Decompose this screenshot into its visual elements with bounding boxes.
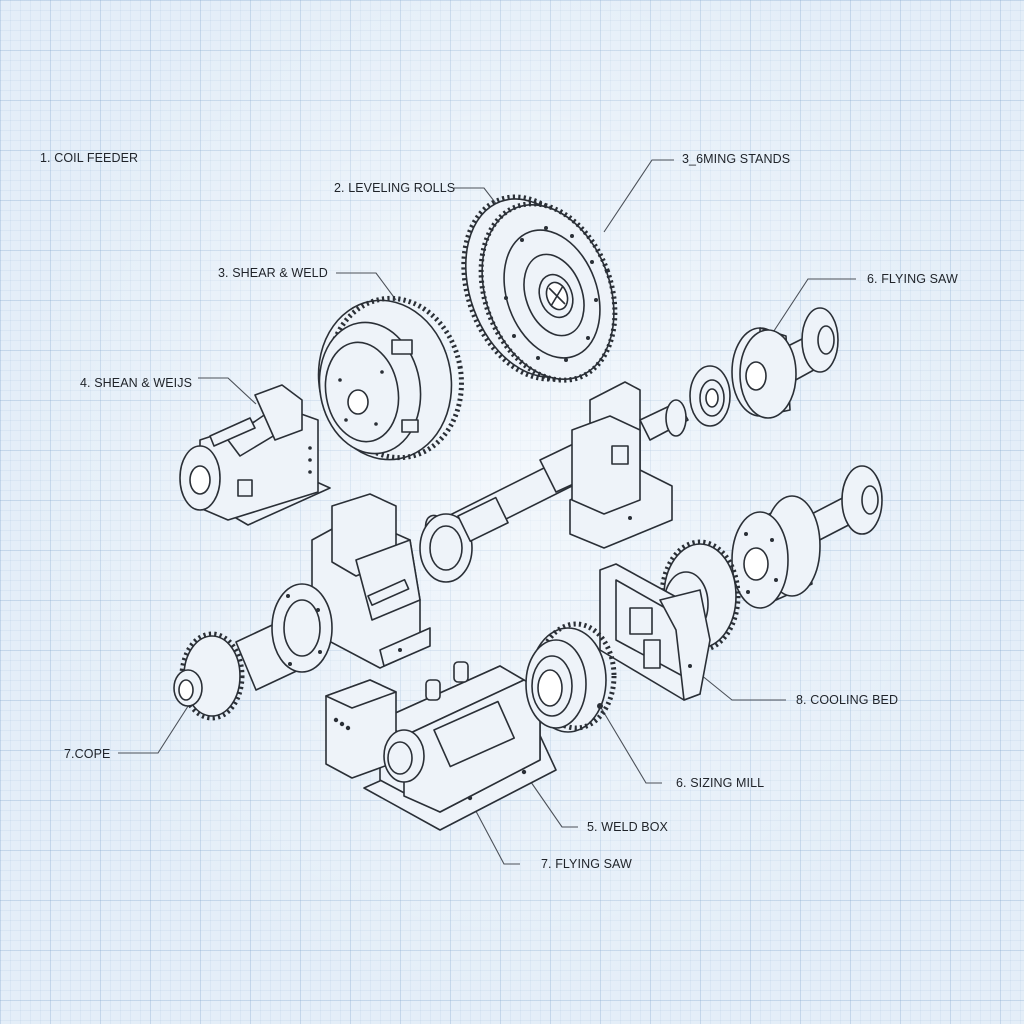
leader-cooling-bed bbox=[689, 665, 786, 701]
label-leveling-rolls: 2. LEVELING ROLLS bbox=[334, 181, 456, 195]
label-weld-box: 5. WELD BOX bbox=[587, 820, 668, 834]
flying-saw-roll-assembly bbox=[689, 307, 839, 427]
leader-core bbox=[118, 699, 193, 754]
sizing-mill-wheel bbox=[525, 621, 617, 733]
label-flying-saw-top: 6. FLYING SAW bbox=[867, 272, 958, 286]
coil-feeder-motor bbox=[179, 384, 331, 526]
label-forming-stands: 3_6MING STANDS bbox=[682, 152, 791, 166]
gear-shaft bbox=[173, 583, 333, 721]
sizing-roll-assembly bbox=[731, 465, 883, 609]
label-sizing-mill: 6. SIZING MILL bbox=[676, 776, 765, 790]
cooling-bed-frame bbox=[599, 539, 741, 701]
leader-sizing-mill bbox=[599, 705, 662, 784]
label-core: 7.COPE bbox=[64, 747, 111, 761]
label-cooling-bed: 8. COOLING BED bbox=[796, 693, 899, 707]
weld-box-unit bbox=[325, 661, 557, 831]
bearing-pedestal bbox=[569, 381, 689, 549]
label-coil-feeder: 1. COIL FEEDER bbox=[40, 151, 139, 165]
leader-flying-saw-top bbox=[767, 278, 856, 341]
label-shean-weins: 4. SHEAN & WEIJS bbox=[80, 376, 193, 390]
leader-weld-box bbox=[523, 771, 578, 828]
leader-flying-saw-bottom bbox=[469, 799, 520, 865]
leader-shean-weins bbox=[198, 377, 257, 405]
leader-lines bbox=[118, 159, 856, 865]
forming-stand-housing bbox=[311, 493, 431, 669]
forming-stand-gear bbox=[461, 194, 618, 383]
leveling-rolls-unit bbox=[317, 295, 464, 461]
leader-forming-stands bbox=[603, 159, 674, 233]
label-flying-saw-bottom: 7. FLYING SAW bbox=[541, 857, 632, 871]
label-shear-weld: 3. SHEAR & WELD bbox=[218, 266, 328, 280]
leader-shear-weld bbox=[336, 272, 397, 301]
